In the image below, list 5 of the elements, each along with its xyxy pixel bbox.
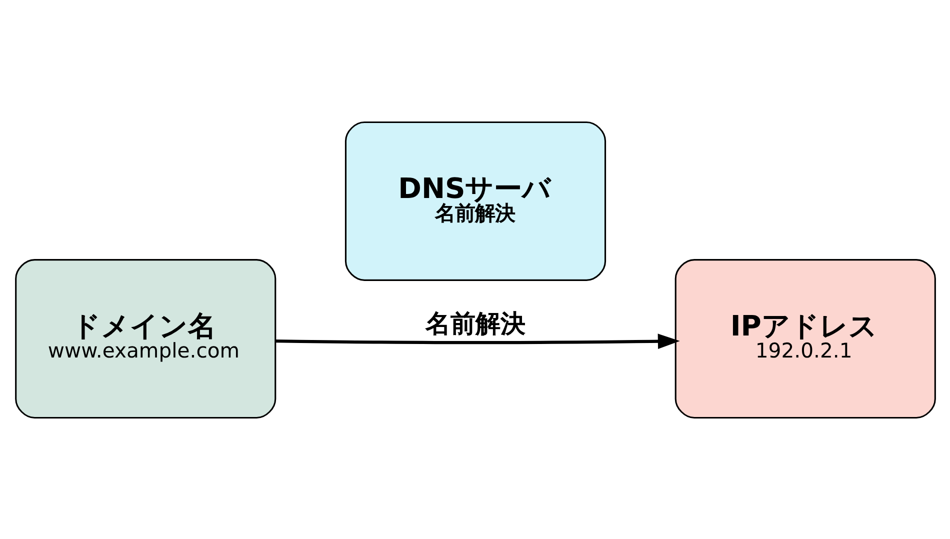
node-box: ドメイン名 www.example.com <box>14 258 276 418</box>
arrow <box>275 333 680 349</box>
node-box: DNSサーバ 名前解決 <box>344 120 606 280</box>
node-box: IPアドレス 192.0.2.1 <box>674 258 936 418</box>
edge-label: 名前解決 <box>424 308 525 338</box>
